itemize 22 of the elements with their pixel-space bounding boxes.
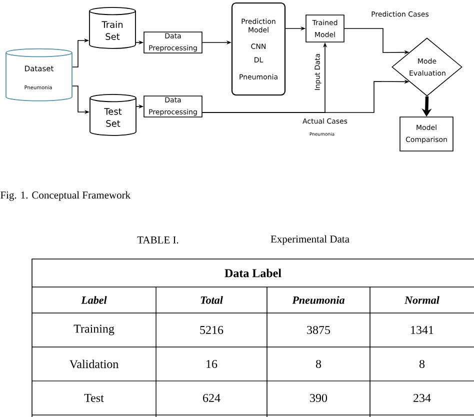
table-cell: 3875 (307, 326, 330, 334)
table-cell: 234 (414, 394, 431, 402)
table-cell: Training (74, 324, 114, 336)
table-title: TABLE I. (137, 236, 178, 244)
table-cell: 8 (316, 360, 322, 368)
figure-caption: Fig. 1. Conceptual Framework (0, 191, 131, 201)
table-header: Data Label (224, 268, 282, 278)
column-header: Pneumonia (292, 296, 345, 304)
table-cell: 1341 (411, 326, 434, 334)
database-cylinder: Test Set (90, 94, 136, 136)
column-header: Label (81, 296, 107, 304)
column-header: Total (200, 296, 223, 304)
table-cell: 16 (206, 360, 218, 368)
column-header: Normal (404, 296, 440, 304)
table-cell: 624 (203, 394, 220, 402)
table-title: Experimental Data (270, 235, 350, 245)
table-cell: 8 (419, 360, 425, 368)
table-cell: 5216 (200, 326, 224, 334)
table-cell: 390 (310, 394, 328, 402)
database-cylinder: Train Set (89, 6, 136, 49)
table-cell: Validation (69, 360, 118, 368)
table-cell: Test (84, 394, 104, 402)
